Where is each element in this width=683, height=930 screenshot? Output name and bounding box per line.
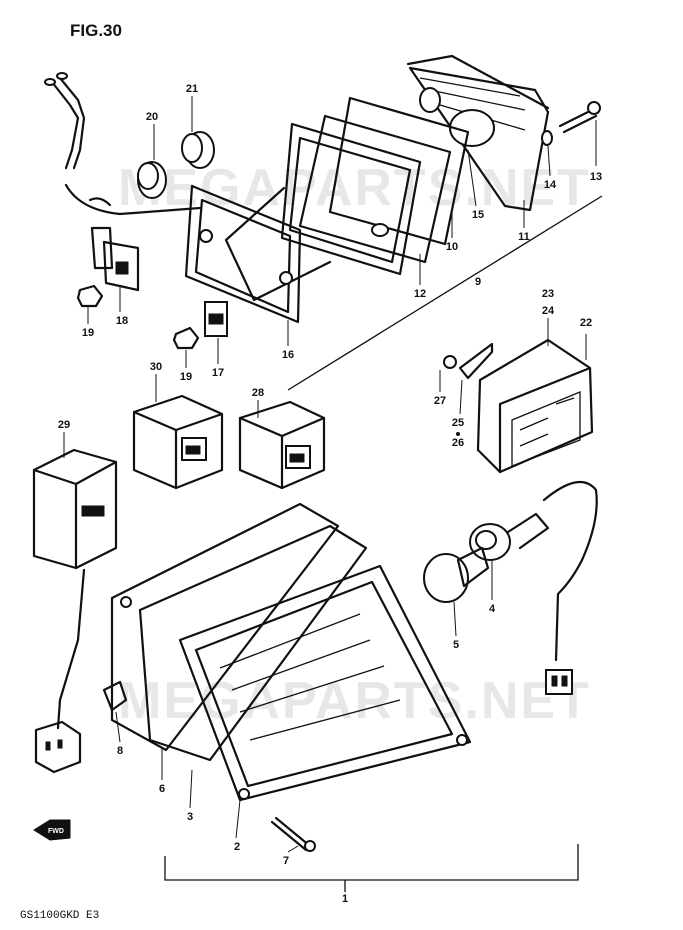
grommet-20 bbox=[137, 161, 167, 199]
callout-14: 14 bbox=[544, 179, 557, 191]
callout-20: 20 bbox=[146, 111, 158, 123]
callout-7: 7 bbox=[283, 855, 289, 867]
callout-5: 5 bbox=[453, 639, 459, 651]
callout-2: 2 bbox=[234, 841, 240, 853]
callout-12: 12 bbox=[414, 288, 426, 300]
callout-8: 8 bbox=[117, 745, 123, 757]
callout-19b: 19 bbox=[180, 371, 192, 383]
bolt-13 bbox=[558, 101, 601, 134]
callout-6: 6 bbox=[159, 783, 165, 795]
callout-23: 23 bbox=[542, 288, 554, 300]
callout-13: 13 bbox=[590, 171, 602, 183]
grommet-8 bbox=[102, 680, 128, 712]
clip-18 bbox=[90, 226, 140, 292]
bulb-15 bbox=[419, 87, 495, 147]
screw-7 bbox=[270, 816, 316, 852]
callout-3: 3 bbox=[187, 811, 193, 823]
connector-plug bbox=[34, 720, 82, 774]
relay-30 bbox=[132, 394, 224, 490]
group-1-bracket bbox=[164, 844, 579, 892]
callout-15: 15 bbox=[472, 209, 484, 221]
figure-title: FIG.30 bbox=[70, 21, 122, 40]
gasket-10 bbox=[328, 96, 470, 246]
gasket-3 bbox=[138, 524, 368, 762]
callout-9: 9 bbox=[475, 276, 481, 288]
nut-19a bbox=[76, 284, 104, 308]
leader-lines bbox=[63, 96, 597, 853]
fwd-label: FWD bbox=[48, 828, 64, 835]
model-code: GS1100GKD E3 bbox=[20, 910, 99, 922]
callout-18: 18 bbox=[116, 315, 128, 327]
wire-harness bbox=[44, 72, 202, 216]
callout-26: 26 bbox=[452, 437, 464, 449]
callout-25: 25 bbox=[452, 417, 464, 429]
nut-19b bbox=[172, 326, 200, 350]
callout-19a: 19 bbox=[82, 327, 94, 339]
washer-14 bbox=[541, 130, 553, 146]
bracket-16 bbox=[184, 184, 302, 324]
bulb-5 bbox=[423, 546, 490, 603]
stay-25 bbox=[443, 342, 494, 380]
fwd-arrow-icon: FWD bbox=[33, 819, 71, 841]
callout-30: 30 bbox=[150, 361, 162, 373]
gasket-12 bbox=[298, 114, 452, 264]
callout-21: 21 bbox=[186, 83, 198, 95]
connector-tail bbox=[545, 669, 573, 695]
callout-10: 10 bbox=[446, 241, 458, 253]
relay-28 bbox=[238, 400, 326, 490]
callout-11: 11 bbox=[518, 231, 530, 243]
grommet-21 bbox=[181, 131, 215, 169]
callout-4: 4 bbox=[489, 603, 496, 615]
group-9-bracket bbox=[287, 195, 603, 391]
callout-16: 16 bbox=[282, 349, 294, 361]
license-light-22 bbox=[476, 338, 594, 474]
callout-17: 17 bbox=[212, 367, 224, 379]
flasher-29 bbox=[32, 448, 118, 730]
socket-4 bbox=[469, 480, 598, 662]
lens-base-6 bbox=[110, 502, 340, 752]
callout-22: 22 bbox=[580, 317, 592, 329]
callout-1: 1 bbox=[342, 893, 348, 905]
lens-2 bbox=[178, 564, 472, 802]
callout-24: 24 bbox=[542, 305, 555, 317]
callout-27: 27 bbox=[434, 395, 446, 407]
connector-17 bbox=[204, 301, 228, 337]
callout-labels: 1 2 3 4 5 6 7 8 9 10 11 12 13 14 15 16 1… bbox=[58, 83, 602, 905]
callout-28: 28 bbox=[252, 387, 264, 399]
callout-29: 29 bbox=[58, 419, 70, 431]
